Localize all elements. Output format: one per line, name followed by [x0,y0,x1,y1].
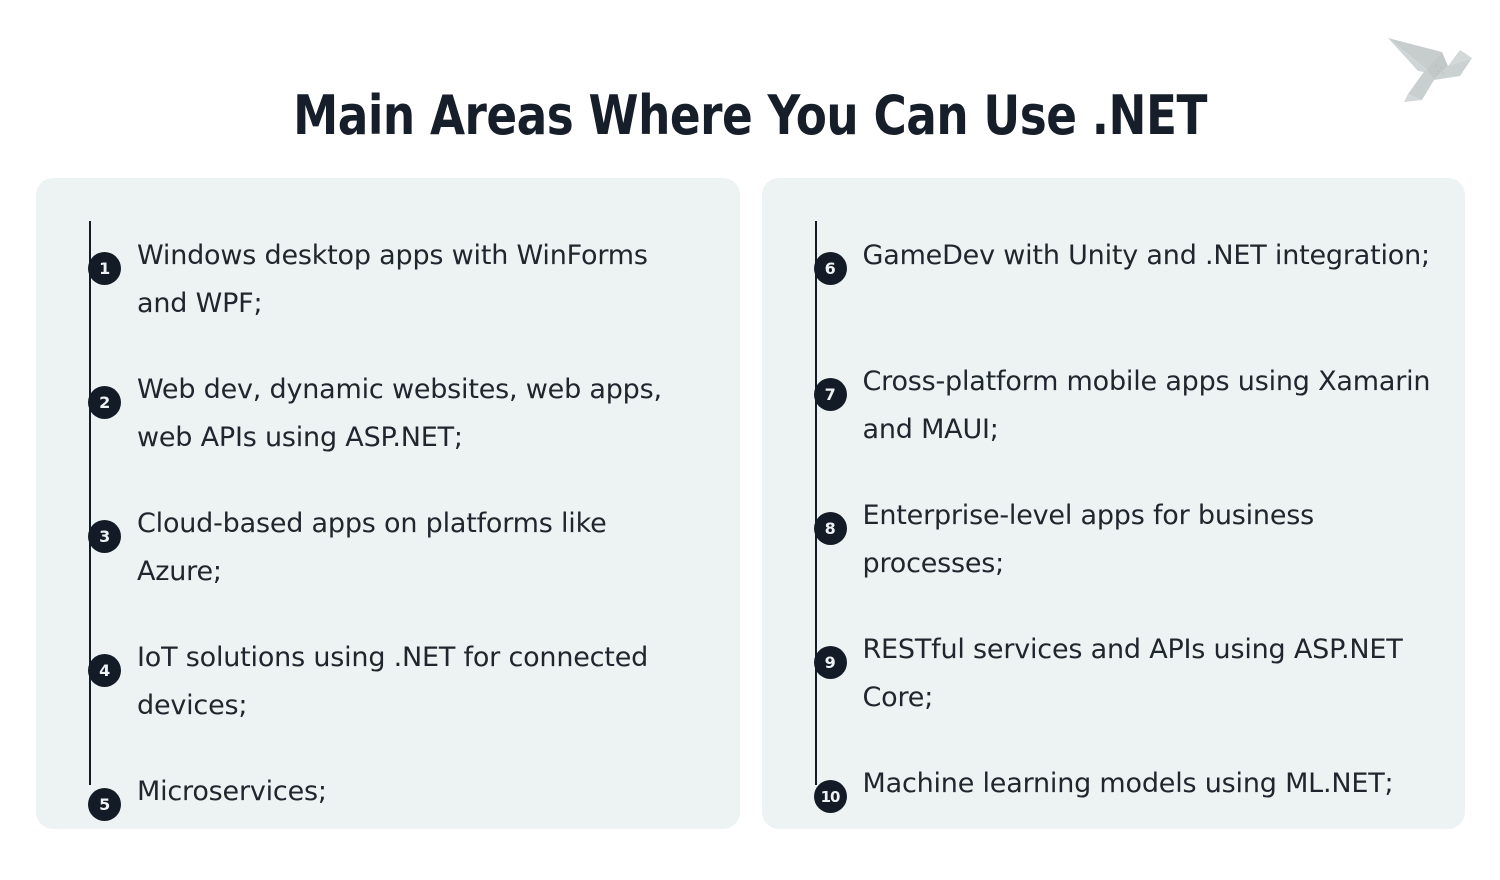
item-number-badge: 6 [813,252,847,285]
item-text: Cloud-based apps on platforms like Azure… [137,508,607,587]
connector-line [814,221,817,785]
list-item: 6 GameDev with Unity and .NET integratio… [776,232,1452,320]
item-text: Cross-platform mobile apps using Xamarin… [862,366,1431,445]
item-text: Machine learning models using ML.NET; [862,768,1394,799]
item-number-badge: 7 [813,378,847,411]
list-item: 9 RESTful services and APIs using ASP.NE… [776,626,1452,722]
item-number-badge: 5 [88,788,121,821]
left-panel-list: 1 Windows desktop apps with WinForms and… [50,232,726,821]
list-item: 10 Machine learning models using ML.NET; [776,760,1452,813]
origami-bird-logo-icon [1382,22,1478,108]
item-number-badge: 10 [813,780,847,813]
item-text: Microservices; [137,776,327,807]
page-title: Main Areas Where You Can Use .NET [293,84,1207,148]
list-item: 3 Cloud-based apps on platforms like Azu… [50,500,726,596]
connector-line [89,221,91,785]
list-item: 8 Enterprise-level apps for business pro… [776,492,1452,588]
list-item: 5 Microservices; [50,768,726,821]
list-item: 7 Cross-platform mobile apps using Xamar… [776,358,1452,454]
right-panel: 6 GameDev with Unity and .NET integratio… [761,178,1465,829]
item-text: Enterprise-level apps for business proce… [862,500,1315,579]
list-item: 1 Windows desktop apps with WinForms and… [50,232,726,328]
panels-container: 1 Windows desktop apps with WinForms and… [36,178,1465,829]
item-number-badge: 3 [88,520,121,553]
list-item: 4 IoT solutions using .NET for connected… [50,634,726,730]
item-number-badge: 4 [88,654,121,687]
item-number-badge: 2 [88,386,121,419]
item-number-badge: 9 [813,646,847,679]
item-number-badge: 1 [88,252,121,285]
item-text: Web dev, dynamic websites, web apps, web… [137,374,662,453]
item-text: GameDev with Unity and .NET integration; [862,240,1431,271]
right-panel-list: 6 GameDev with Unity and .NET integratio… [776,232,1452,813]
item-number-badge: 8 [813,512,847,545]
list-item: 2 Web dev, dynamic websites, web apps, w… [50,366,726,462]
left-panel: 1 Windows desktop apps with WinForms and… [36,178,740,829]
item-text: IoT solutions using .NET for connected d… [137,642,649,721]
item-text: RESTful services and APIs using ASP.NET … [862,634,1403,713]
item-text: Windows desktop apps with WinForms and W… [137,240,648,319]
